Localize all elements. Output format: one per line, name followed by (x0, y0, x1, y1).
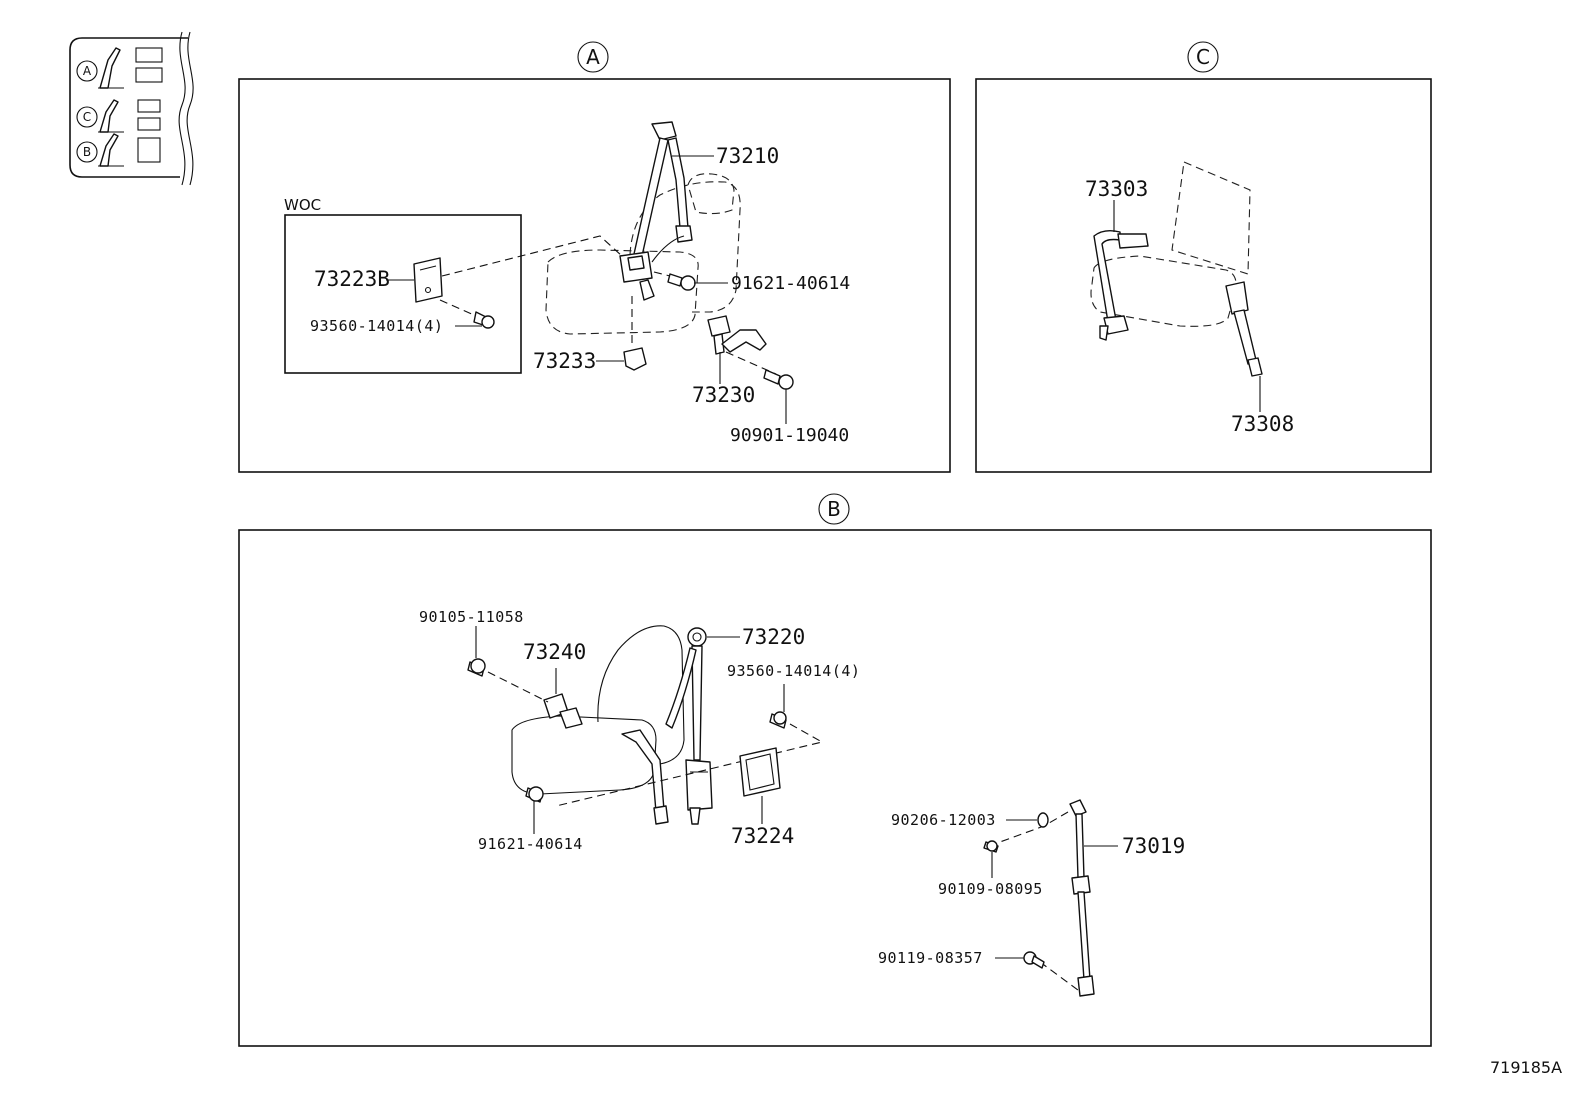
section-a-frame (238, 78, 951, 473)
key-circle-a: A (76, 60, 98, 82)
adjuster-73019 (999, 799, 1118, 997)
section-c-letter: C (1196, 45, 1210, 69)
bolt-90109 (983, 840, 999, 878)
screw-93560-a (439, 299, 495, 329)
label-73019: 73019 (1122, 834, 1185, 858)
section-b-letter: B (827, 497, 841, 521)
label-73303: 73303 (1085, 177, 1148, 201)
woc-inset-frame (284, 214, 522, 374)
label-73233: 73233 (533, 349, 596, 373)
bolt-90105 (467, 626, 549, 703)
rear-bench-outline (1090, 161, 1251, 327)
bolt-90901-a (763, 369, 794, 424)
label-93560-b: 93560-14014(4) (727, 662, 860, 680)
key-seat-glyphs (98, 47, 163, 167)
label-90109: 90109-08095 (938, 880, 1043, 898)
bolt-91621-a (653, 271, 728, 291)
buckle-73230 (707, 315, 777, 384)
buckle-73308 (1225, 281, 1263, 412)
label-73210: 73210 (716, 144, 779, 168)
label-91621-b: 91621-40614 (478, 835, 583, 853)
screw-93560-b (555, 684, 824, 807)
section-a-badge: A (577, 41, 609, 73)
label-93560-a: 93560-14014(4) (310, 317, 443, 335)
buckle-73240 (543, 668, 583, 729)
retractor-73220 (621, 627, 740, 825)
seat-position-key-map: A C B (69, 31, 194, 186)
label-90105: 90105-11058 (419, 608, 524, 626)
label-73224: 73224 (731, 824, 794, 848)
section-c-frame (975, 78, 1432, 473)
key-letter-c: C (83, 110, 91, 124)
label-73308: 73308 (1231, 412, 1294, 436)
key-letter-a: A (83, 64, 92, 78)
label-73230: 73230 (692, 383, 755, 407)
woc-label: WOC (284, 196, 321, 214)
section-c: C 73303 73308 (975, 41, 1432, 473)
washer-90206 (1006, 812, 1049, 828)
section-a: A WOC (238, 41, 951, 473)
document-id: 719185A (1490, 1058, 1562, 1077)
cover-73233 (596, 296, 647, 371)
section-c-badge: C (1187, 41, 1219, 73)
label-73240: 73240 (523, 640, 586, 664)
label-91621-a: 91621-40614 (731, 273, 850, 294)
key-circle-c: C (76, 106, 98, 128)
section-b: B (238, 493, 1432, 1047)
bolt-90119 (995, 951, 1045, 969)
label-90901: 90901-19040 (730, 425, 849, 446)
front-seat-outline (545, 173, 741, 335)
label-73223b: 73223B (314, 267, 390, 291)
belt-73303 (1093, 200, 1149, 341)
label-73220: 73220 (742, 625, 805, 649)
key-letter-b: B (83, 145, 91, 159)
bolt-91621-b (525, 786, 544, 834)
section-b-badge: B (818, 493, 850, 525)
bracket-73223b (386, 235, 623, 303)
label-90206: 90206-12003 (891, 811, 996, 829)
label-90119: 90119-08357 (878, 949, 983, 967)
key-circle-b: B (76, 141, 98, 163)
retractor-belt-73210 (619, 121, 714, 301)
section-a-letter: A (586, 45, 600, 69)
section-b-frame (238, 529, 1432, 1047)
cover-73224 (739, 747, 781, 824)
